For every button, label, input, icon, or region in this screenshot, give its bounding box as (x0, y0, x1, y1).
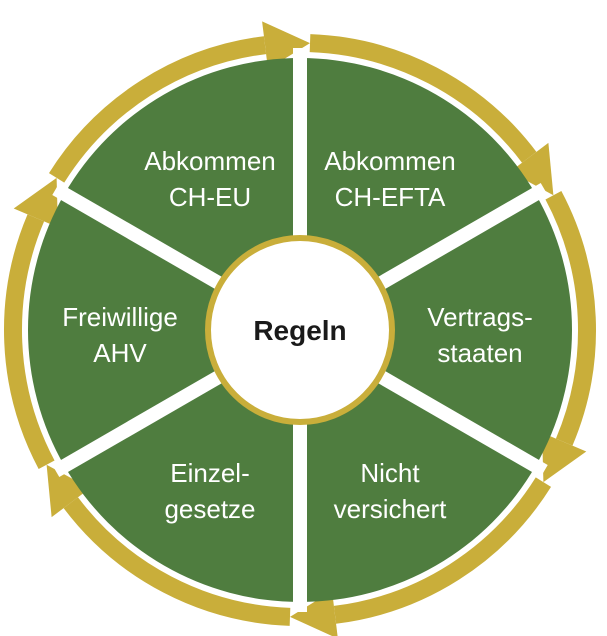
segment-label-line1: Freiwillige (62, 302, 178, 332)
arrow-arc (63, 497, 291, 626)
segment-label-line1: Einzel- (170, 458, 249, 488)
segment-label-line1: Nicht (360, 458, 420, 488)
divider-spokes (52, 48, 548, 612)
arrow-arc (333, 477, 552, 624)
segment-label-line1: Vertrags- (427, 302, 533, 332)
segment-label-line2: CH-EFTA (335, 182, 446, 212)
segment-label: Einzel-gesetze (164, 458, 255, 524)
divider-spoke (52, 361, 239, 478)
segment-label-line1: Abkommen (324, 146, 456, 176)
segment-label: Nicht versichert (334, 458, 447, 524)
arrow-head-icon (289, 591, 338, 636)
segment-label-line2: AHV (93, 338, 147, 368)
arrow-head-icon (13, 177, 58, 228)
divider-spoke (361, 182, 548, 299)
arrow-arc (545, 191, 596, 446)
segment-label: Vertrags-staaten (427, 302, 533, 368)
arrow-head-icon (46, 464, 90, 518)
segment-6 (64, 58, 300, 290)
segment-4 (64, 370, 300, 602)
segment-1 (300, 58, 536, 290)
arrow-arc (309, 34, 537, 163)
segment-label-line2: CH-EU (169, 182, 251, 212)
arrow-head-icon (262, 21, 311, 69)
segment-label-line2: gesetze (164, 494, 255, 524)
segment-label-line1: Abkommen (144, 146, 276, 176)
divider-spoke (52, 182, 239, 299)
segment-label-line2: staaten (437, 338, 522, 368)
arrow-head-icon (542, 432, 587, 483)
center-label: Regeln (253, 315, 346, 346)
center-hub: Regeln (205, 235, 395, 425)
cycle-arrow-ring (4, 21, 596, 636)
arrow-arc (4, 214, 55, 469)
divider-spoke (361, 361, 548, 478)
segment-3 (300, 370, 536, 602)
arrow-head-icon (510, 142, 554, 196)
center-circle (205, 235, 395, 425)
arrow-arc (48, 36, 267, 183)
segment-label-line2: versichert (334, 494, 447, 524)
